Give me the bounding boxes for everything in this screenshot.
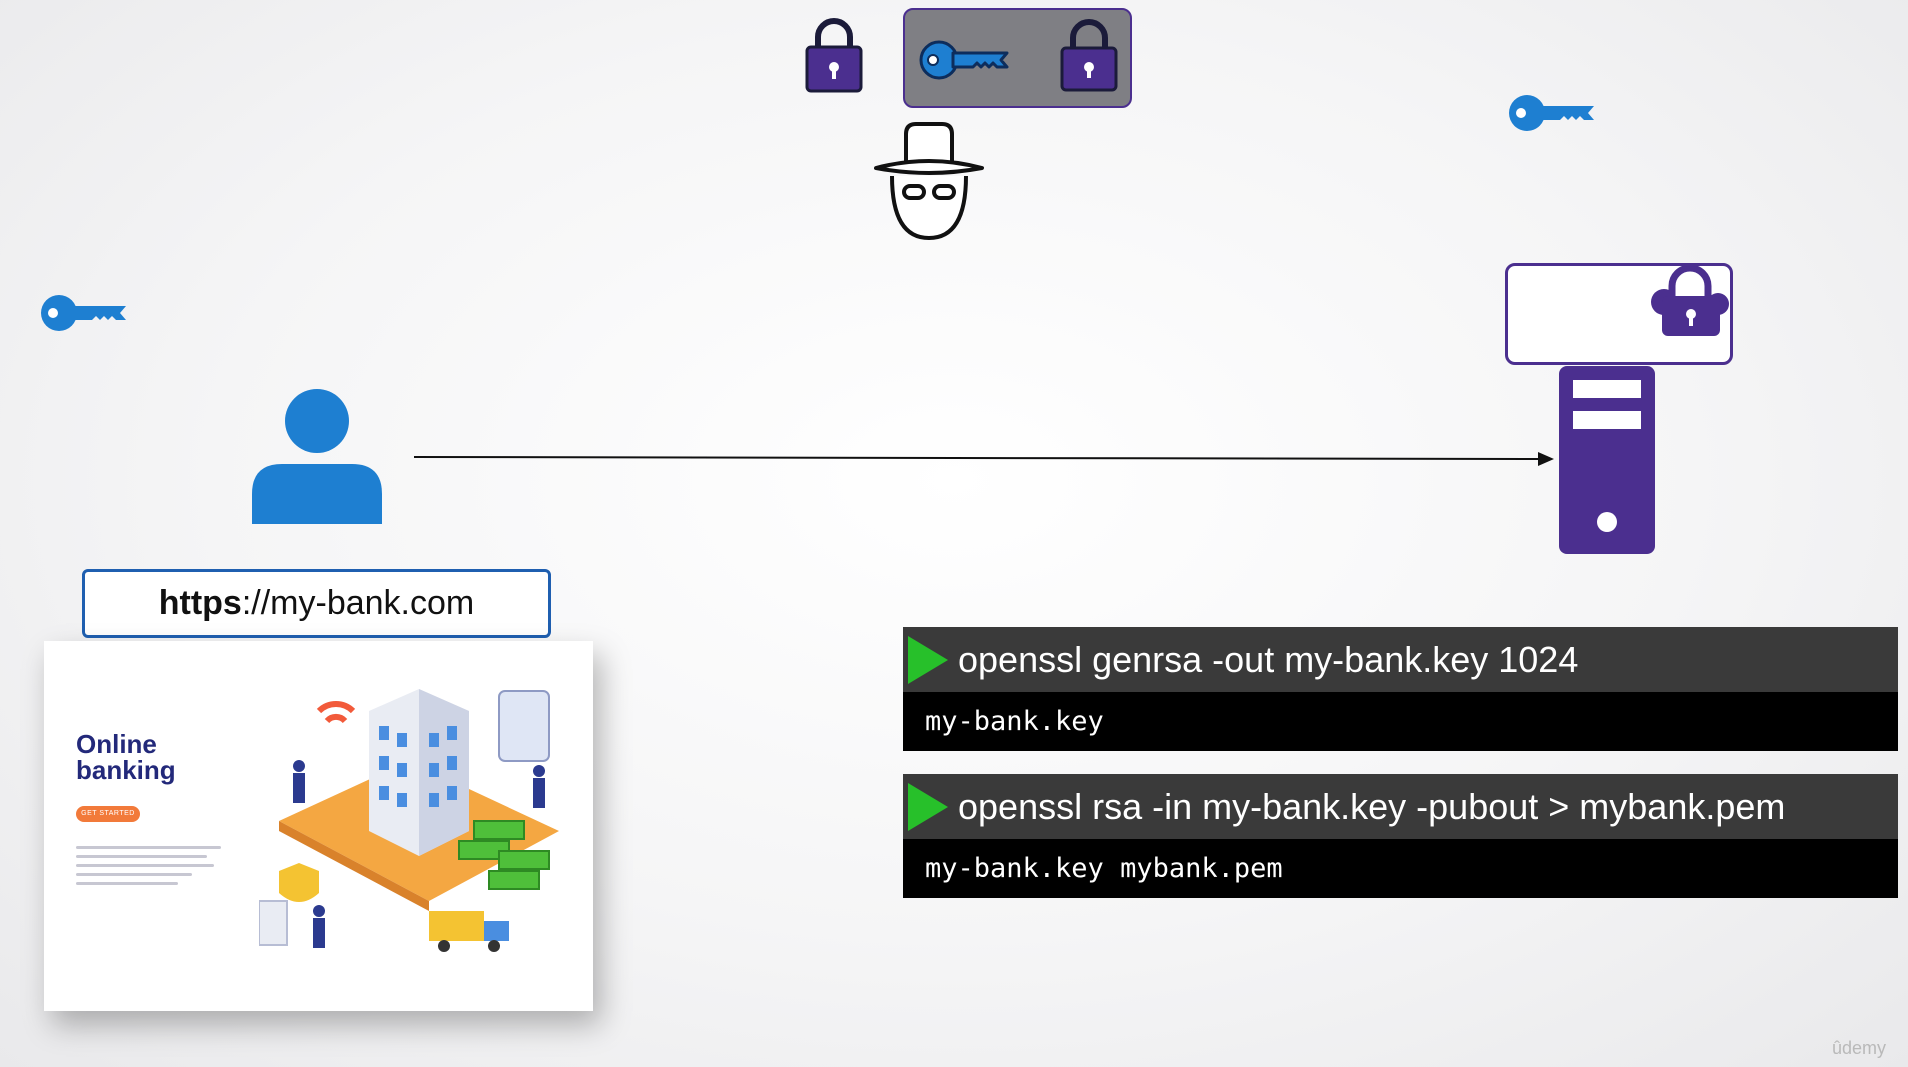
server-icon xyxy=(1559,366,1655,554)
url-domain: ://my-bank.com xyxy=(241,584,475,622)
site-body-text xyxy=(76,846,221,891)
padlock-icon xyxy=(1059,16,1119,94)
terminal-output: my-bank.key mybank.pem xyxy=(903,839,1898,898)
key-icon xyxy=(919,38,1011,82)
watermark: ûdemy xyxy=(1831,1038,1886,1058)
hacker-icon xyxy=(870,120,988,244)
play-icon xyxy=(908,635,948,684)
get-started-button[interactable]: GET STARTED xyxy=(76,806,140,822)
intercepted-box xyxy=(903,8,1132,108)
terminal-output: my-bank.key xyxy=(903,692,1898,751)
terminal-block-2: openssl rsa -in my-bank.key -pubout > my… xyxy=(903,774,1898,898)
padlock-icon xyxy=(804,15,864,93)
banking-illustration xyxy=(259,671,569,971)
site-title: Online banking xyxy=(76,729,176,785)
user-icon xyxy=(252,388,382,524)
certificate-lock-icon xyxy=(1650,266,1732,340)
key-icon xyxy=(1508,92,1596,134)
certificate-box xyxy=(1505,263,1733,365)
url-bar[interactable]: https://my-bank.com xyxy=(82,569,551,638)
url-scheme: https xyxy=(158,584,242,622)
key-icon xyxy=(40,292,128,334)
terminal-command: openssl rsa -in my-bank.key -pubout > my… xyxy=(903,774,1898,839)
website-preview: Online banking GET STARTED xyxy=(44,641,593,1011)
terminal-block-1: openssl genrsa -out my-bank.key 1024 my-… xyxy=(903,627,1898,751)
arrow-icon xyxy=(414,449,1556,469)
terminal-command: openssl genrsa -out my-bank.key 1024 xyxy=(903,627,1898,692)
play-icon xyxy=(908,782,948,831)
